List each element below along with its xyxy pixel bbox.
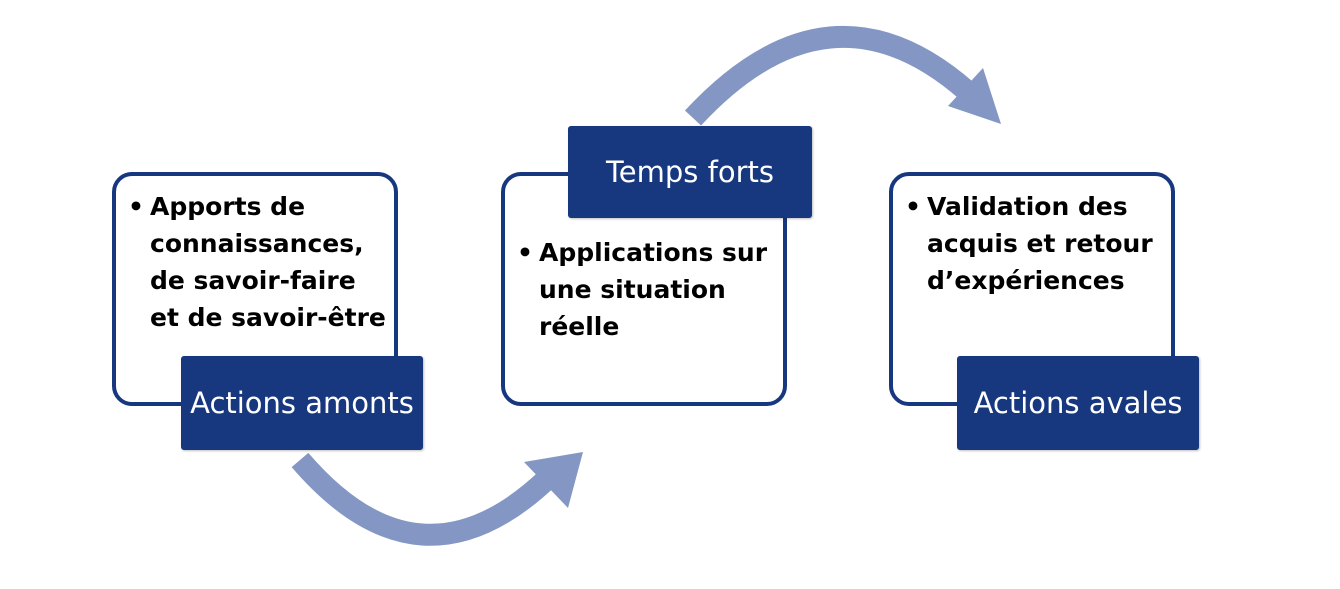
arrowhead-temps-forts-to-avales xyxy=(948,68,1001,124)
stage-amonts-bullets: Apports de connaissances, de savoir-fair… xyxy=(126,188,386,336)
curved-arrow-amonts-to-temps-forts xyxy=(291,452,556,546)
stage-temps-forts-label: Temps forts xyxy=(568,126,812,218)
stage-temps-forts-bullet: Applications sur une situation réelle xyxy=(515,234,775,345)
stage-avales-bullets: Validation des acquis et retour d’expéri… xyxy=(903,188,1163,299)
stage-amonts-label: Actions amonts xyxy=(181,356,423,450)
stage-amonts-bullet: Apports de connaissances, de savoir-fair… xyxy=(126,188,386,336)
stage-temps-forts-bullets: Applications sur une situation réelle xyxy=(515,234,775,345)
arrowhead-amonts-to-temps-forts xyxy=(524,452,583,508)
stage-avales-label: Actions avales xyxy=(957,356,1199,450)
stage-avales-bullet: Validation des acquis et retour d’expéri… xyxy=(903,188,1163,299)
curved-arrow-temps-forts-to-avales xyxy=(684,26,976,126)
